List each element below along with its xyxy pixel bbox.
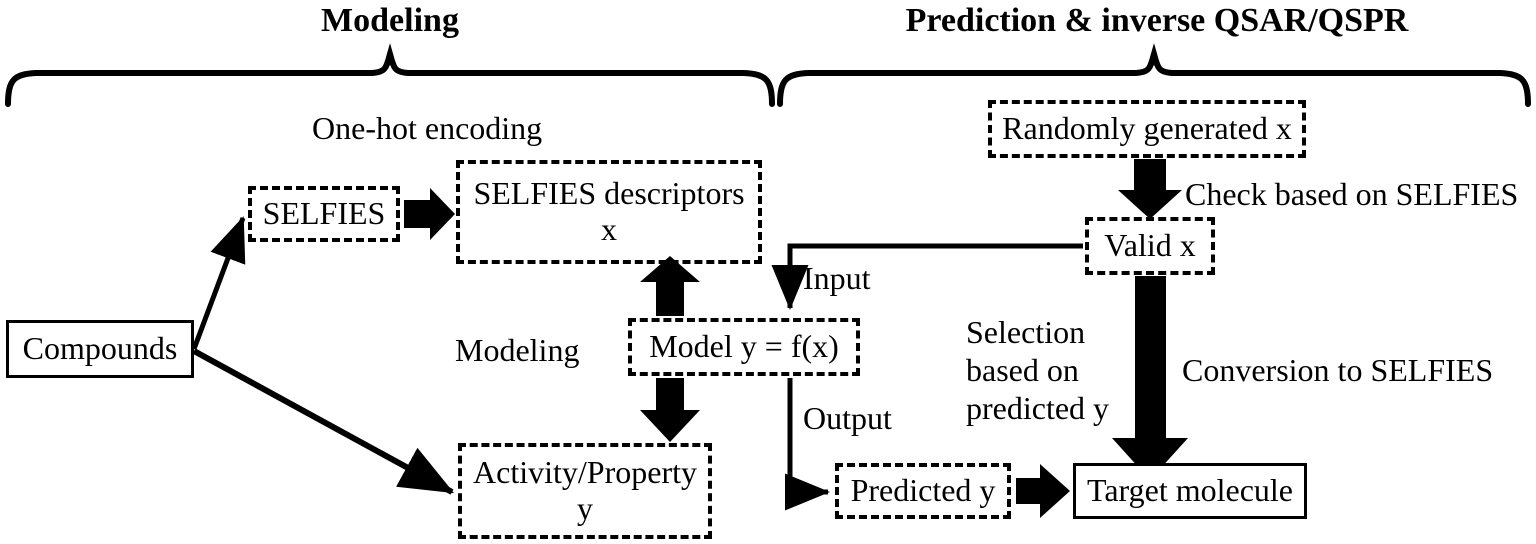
node-selfies-descriptors[interactable]: SELFIES descriptors x [456,160,762,264]
connector-validx-to-model [771,243,1083,310]
label-input: Input [803,260,871,296]
section-title-prediction: Prediction & inverse QSAR/QSPR [905,2,1409,39]
connector-predictedy-to-target [1016,464,1070,518]
connector-selfies-to-descriptors [404,188,455,240]
node-activity-property-label: Activity/Property [473,454,697,491]
node-selfies[interactable]: SELFIES [248,186,400,242]
label-output: Output [803,400,892,436]
node-model[interactable]: Model y = f(x) [628,318,860,376]
node-predicted-y[interactable]: Predicted y [835,463,1011,519]
node-target-molecule[interactable]: Target molecule [1073,463,1307,519]
connector-model-to-activity [640,378,700,442]
brace-modeling [5,43,775,107]
label-selection-based-on-predicted-y: Selection based on predicted y [966,314,1110,426]
node-randomly-generated-x[interactable]: Randomly generated x [988,100,1306,158]
label-conversion-to-selfies: Conversion to SELFIES [1182,352,1494,388]
connector-randomx-to-validx [1118,159,1182,219]
node-selfies-descriptors-sublabel: x [601,211,617,247]
label-check-based-on-selfies: Check based on SELFIES [1185,176,1519,212]
node-randomly-generated-x-label: Randomly generated x [1002,110,1292,147]
node-valid-x[interactable]: Valid x [1085,217,1215,275]
connector-compounds-to-activity [192,348,455,495]
node-selfies-label: SELFIES [262,195,386,232]
node-activity-property[interactable]: Activity/Property y [458,443,712,539]
connector-validx-to-target [1112,276,1188,480]
label-modeling-step: Modeling [455,332,580,368]
node-model-label: Model y = f(x) [649,328,839,365]
node-predicted-y-label: Predicted y [850,472,996,509]
connector-model-to-descriptors [640,256,700,316]
connector-model-to-predictedy [784,378,830,511]
connector-compounds-to-selfies [191,216,246,350]
node-selfies-descriptors-label: SELFIES descriptors [473,175,745,212]
section-title-modeling: Modeling [321,2,459,39]
brace-prediction [777,43,1531,107]
label-one-hot-encoding: One-hot encoding [312,110,543,146]
node-target-molecule-label: Target molecule [1087,472,1293,509]
node-valid-x-label: Valid x [1104,227,1196,264]
node-compounds[interactable]: Compounds [6,320,194,378]
node-compounds-label: Compounds [22,330,178,367]
node-activity-property-sublabel: y [577,490,593,526]
